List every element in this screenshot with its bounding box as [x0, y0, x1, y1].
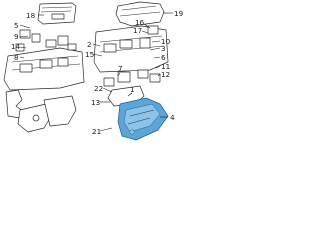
right-fuse-box [93, 25, 169, 73]
callout-1: 1 [130, 85, 135, 94]
callout-7: 7 [118, 64, 123, 73]
callout-16: 16 [135, 18, 145, 27]
leader-lines [19, 12, 173, 132]
callout-17: 17 [133, 26, 142, 35]
callout-10: 10 [161, 37, 171, 46]
callout-21: 21 [92, 127, 101, 136]
callout-8: 8 [14, 53, 19, 62]
callout-labels: 18 19 5 9 14 8 16 17 2 15 10 3 6 11 12 7… [11, 9, 184, 136]
main-box-cover [115, 1, 165, 27]
callout-14: 14 [11, 42, 21, 51]
callout-3: 3 [161, 44, 166, 53]
callout-6: 6 [161, 53, 166, 62]
callout-11: 11 [161, 62, 170, 71]
fuse-box-lid [37, 2, 77, 25]
callout-4: 4 [170, 113, 175, 122]
callout-5: 5 [14, 21, 19, 30]
highlighted-bracket [117, 97, 169, 141]
callout-18: 18 [26, 11, 36, 20]
relay-group-left [15, 29, 77, 52]
callout-19: 19 [174, 9, 184, 18]
callout-12: 12 [161, 70, 170, 79]
callout-22: 22 [94, 84, 103, 93]
callout-13: 13 [91, 98, 100, 107]
parts-diagram: 18 19 5 9 14 8 16 17 2 15 10 3 6 11 12 7… [3, 1, 184, 141]
callout-15: 15 [85, 50, 94, 59]
lower-left-bracket [5, 89, 77, 133]
callout-2: 2 [87, 40, 92, 49]
left-fuse-block [3, 47, 85, 91]
callout-9: 9 [14, 32, 19, 41]
